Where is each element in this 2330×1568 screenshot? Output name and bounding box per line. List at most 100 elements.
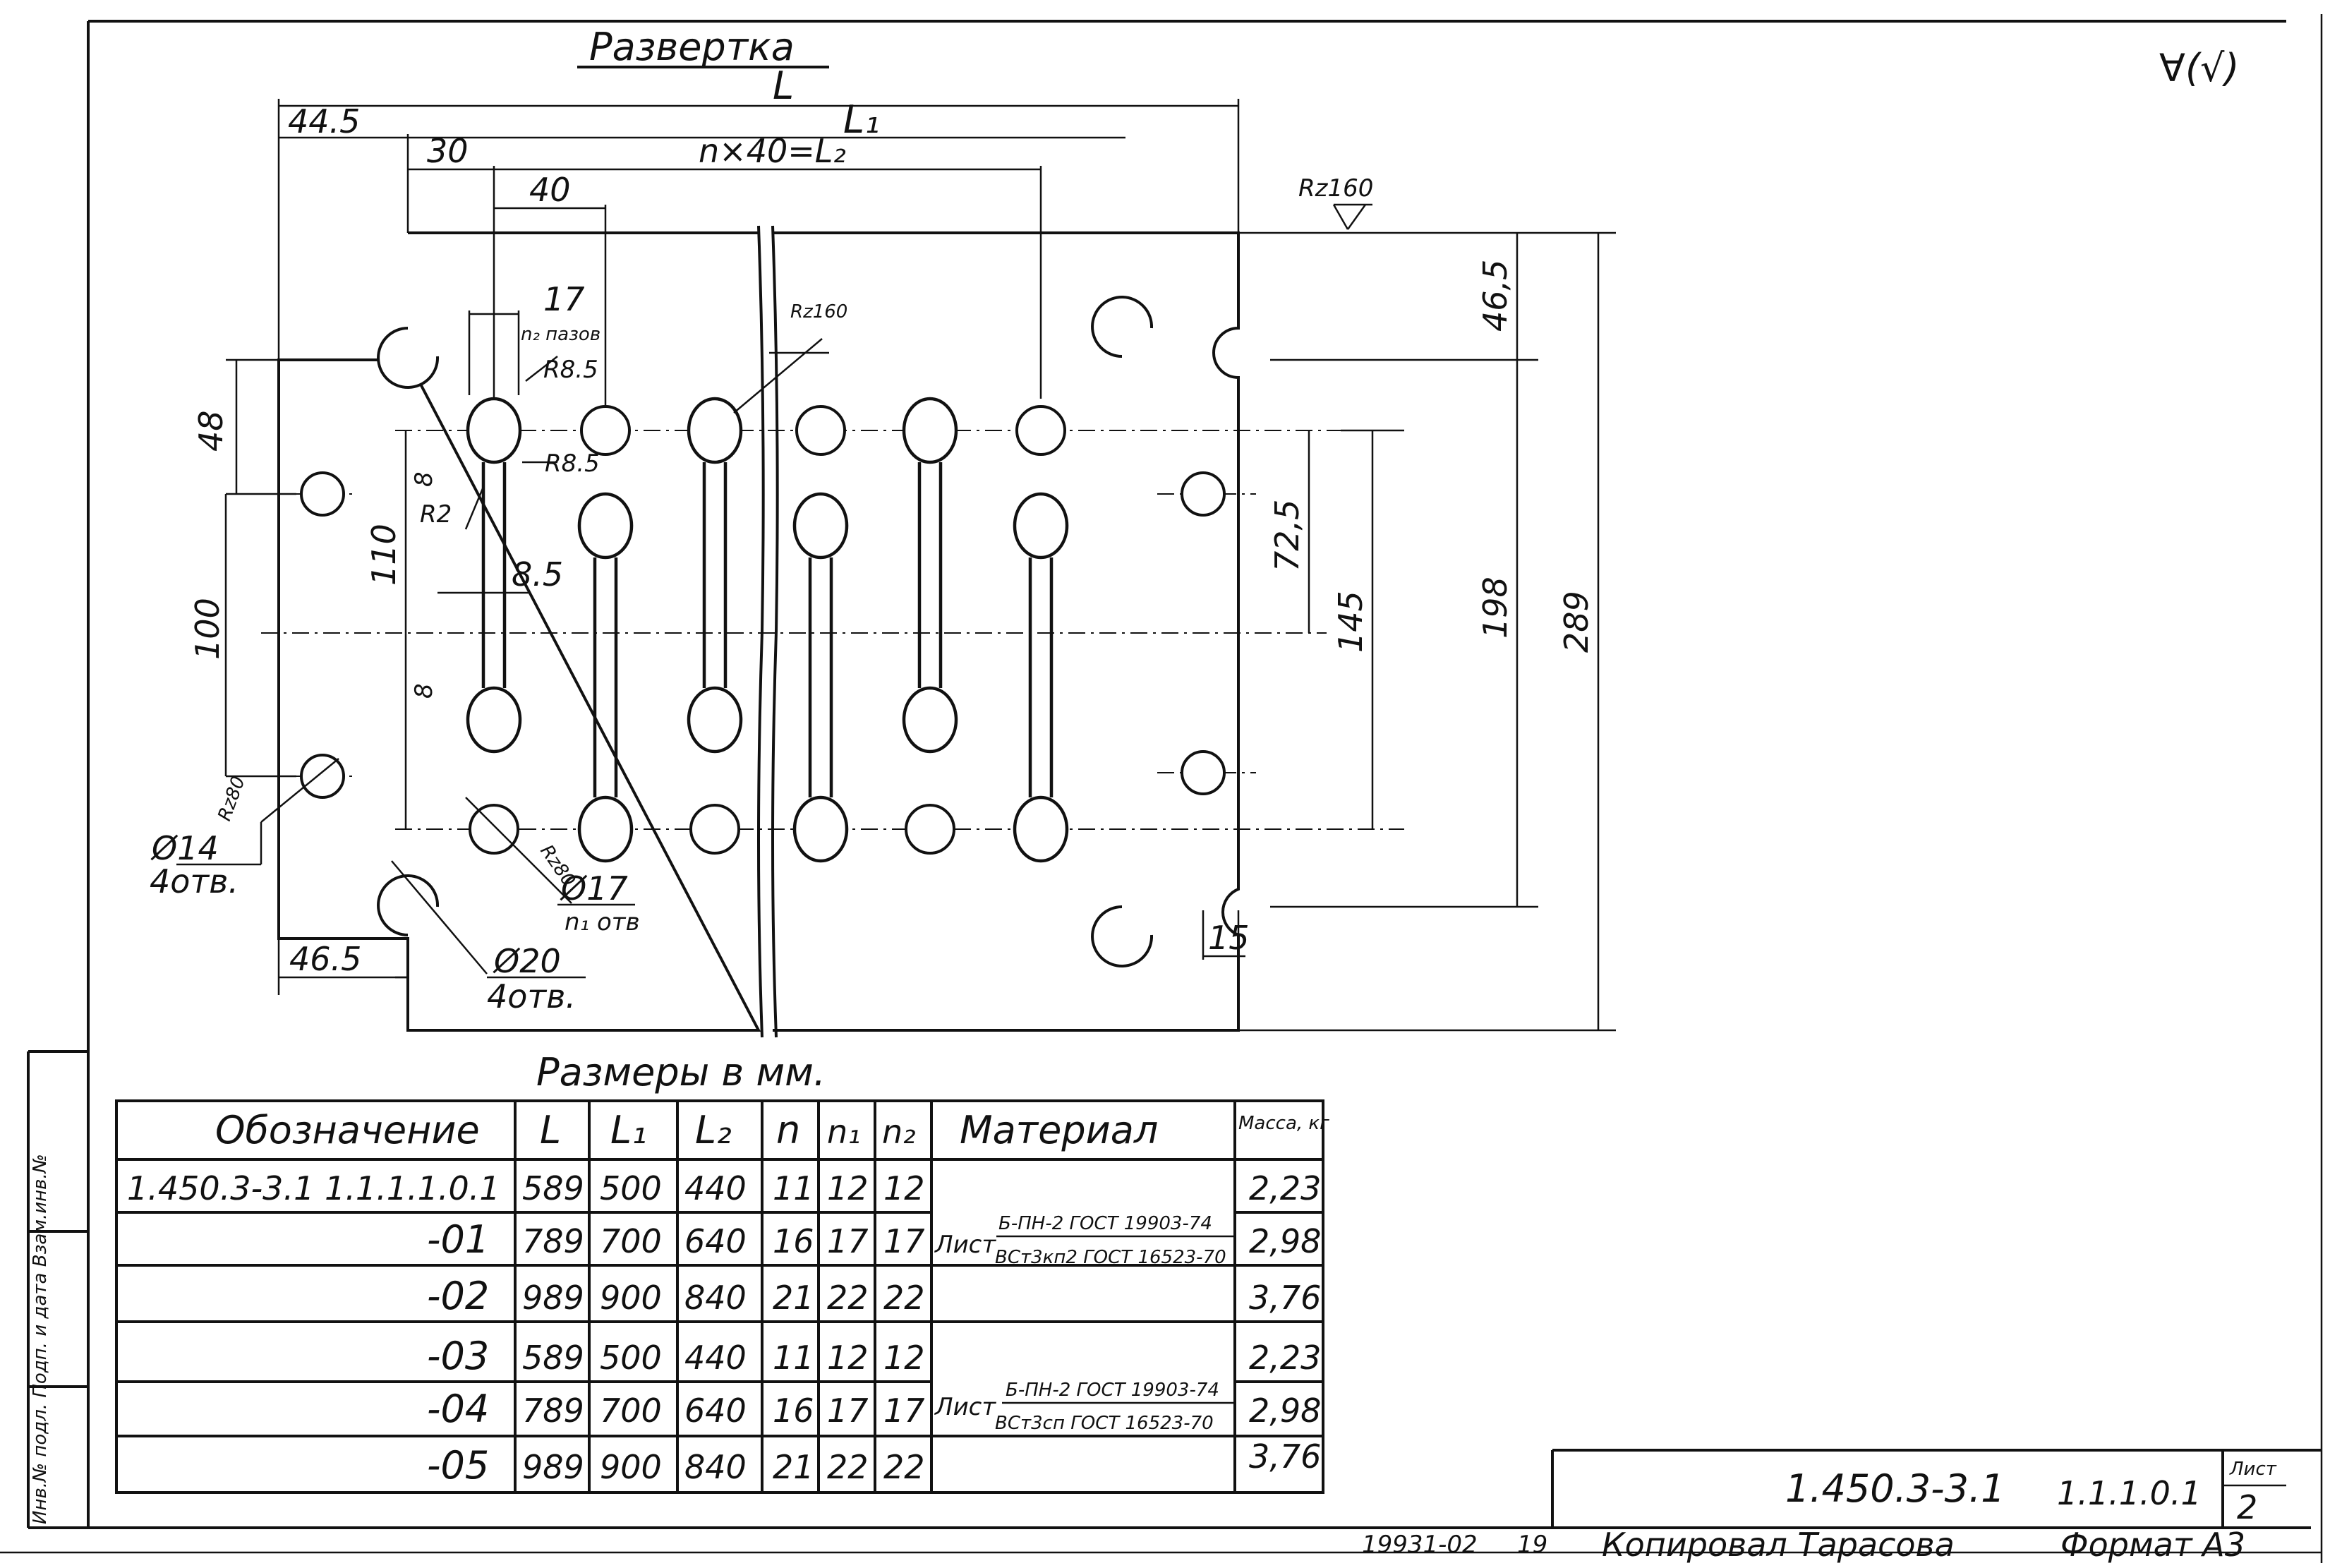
material-word: Лист [934,1393,996,1421]
table-caption: Размеры в мм. [536,1050,826,1094]
cell-n: 11 [773,1169,814,1207]
callout-n1-otv: n₁ отв [565,908,640,936]
cell-l: 789 [522,1392,584,1430]
table-row: -02 989 900 840 21 22 22 3,76 [427,1274,1321,1318]
material-word: Лист [934,1231,996,1259]
cell-n1: 12 [827,1169,869,1207]
dimension-lines [224,99,1616,1032]
cell-n1: 22 [827,1448,869,1486]
table-row: -03 589 500 440 11 12 12 2,23 [427,1334,1321,1378]
title-block [1551,1449,2322,1528]
cell-l: 989 [522,1279,584,1317]
cell-n1: 17 [827,1392,869,1430]
cell-n2: 22 [883,1448,925,1486]
cell-l2: 840 [684,1448,747,1486]
cell-n1: 17 [827,1222,869,1260]
spec-table-grid [115,1099,1324,1494]
cell-n: 11 [773,1339,814,1377]
hole-phi14 [300,471,345,517]
cell-l: 589 [522,1339,584,1377]
cell-l2: 440 [684,1169,747,1207]
cell-l2: 840 [684,1279,747,1317]
dim-72-5: 72,5 [1268,500,1306,572]
cell-n2: 22 [883,1279,925,1317]
cell-l: 789 [522,1222,584,1260]
th-n1: n₁ [827,1113,861,1151]
material-b: Лист Б-ПН-2 ГОСТ 19903-74 ВСт3сп ГОСТ 16… [934,1380,1233,1434]
hole-phi14 [300,754,345,799]
cell-n: 16 [773,1392,814,1430]
slot [1013,492,1069,863]
dim-n2-pazov: n₂ пазов [521,324,600,345]
dim-8-b: 8 [410,683,438,699]
leaders [176,203,1372,979]
cell-l2: 640 [684,1392,747,1430]
dim-289: 289 [1557,591,1595,653]
cell-mass: 2,98 [1249,1392,1321,1430]
dim-110: 110 [365,524,403,586]
doc-number: 1.450.3-3.1 [1785,1466,2005,1511]
dim-8-a: 8 [410,471,438,487]
round-holes [300,405,1226,855]
callout-rz80-a: Rz80 [214,773,249,824]
th-material: Материал [960,1108,1158,1152]
hole-phi17 [1015,405,1066,456]
dim-r2: R2 [420,500,452,529]
slot [577,492,634,863]
table-row: -01 789 700 640 16 17 17 2,98 [427,1217,1321,1262]
hole-phi17 [469,804,519,855]
cell-l: 589 [522,1169,584,1207]
hole-phi14 [1181,471,1226,517]
corner-notches [377,296,1154,967]
cell-l1: 900 [600,1279,662,1317]
cell-mass: 2,98 [1249,1222,1321,1260]
slot [792,492,849,863]
part-code: 1.1.1.0.1 [2057,1474,2202,1512]
cell-l1: 700 [600,1222,662,1260]
sheet-number: 2 [2237,1488,2257,1526]
hole-phi17 [580,405,631,456]
drawing-title: Развертка [589,25,795,69]
cell-designation: -05 [427,1443,489,1488]
material-a: Лист Б-ПН-2 ГОСТ 19903-74 ВСт3кп2 ГОСТ 1… [934,1213,1233,1268]
material-top: Б-ПН-2 ГОСТ 19903-74 [998,1213,1212,1234]
cell-mass: 3,76 [1249,1437,1321,1476]
cell-designation: -03 [427,1334,489,1378]
dim-8-5: 8.5 [512,555,563,593]
dim-198: 198 [1476,577,1514,639]
format: Формат А3 [2060,1526,2245,1564]
dim-100: 100 [188,598,227,660]
dim-44-5: 44.5 [288,102,360,140]
dim-n-l2: n×40=L₂ [699,132,846,170]
table-row: -04 789 700 640 16 17 17 2,98 [427,1387,1321,1431]
cell-n2: 12 [883,1169,925,1207]
th-mass: Масса, кг [1238,1113,1329,1134]
th-l2: L₂ [695,1108,732,1152]
cell-n1: 22 [827,1279,869,1317]
bottom-num: 19 [1517,1531,1547,1559]
surface-mark: ∀(√) [2159,46,2239,90]
material-bottom: ВСт3кп2 ГОСТ 16523-70 [995,1247,1226,1268]
sheet-label: Лист [2229,1459,2277,1480]
dim-40: 40 [529,171,571,209]
dim-L: L [773,64,794,108]
dim-30: 30 [427,132,469,170]
th-n2: n₂ [882,1113,916,1151]
cell-l: 989 [522,1448,584,1486]
cell-n: 16 [773,1222,814,1260]
cell-designation: 1.450.3-3.1 1.1.1.1.0.1 [127,1169,500,1207]
copied-by: Копировал Тарасова [1602,1526,1955,1564]
dim-r8-5-a: R8.5 [543,356,598,384]
cell-n2: 17 [883,1222,925,1260]
cell-l1: 900 [600,1448,662,1486]
slot [687,397,743,754]
cell-mass: 3,76 [1249,1279,1321,1317]
dim-145: 145 [1332,591,1370,653]
hole-phi17 [689,804,740,855]
callout-rz160-b: Rz160 [1298,174,1373,203]
slot [466,397,522,754]
cell-mass: 2,23 [1249,1169,1321,1207]
slot [902,397,958,754]
callout-phi20: Ø20 [493,942,561,980]
table-row: -05 989 900 840 21 22 22 3,76 [427,1437,1321,1488]
